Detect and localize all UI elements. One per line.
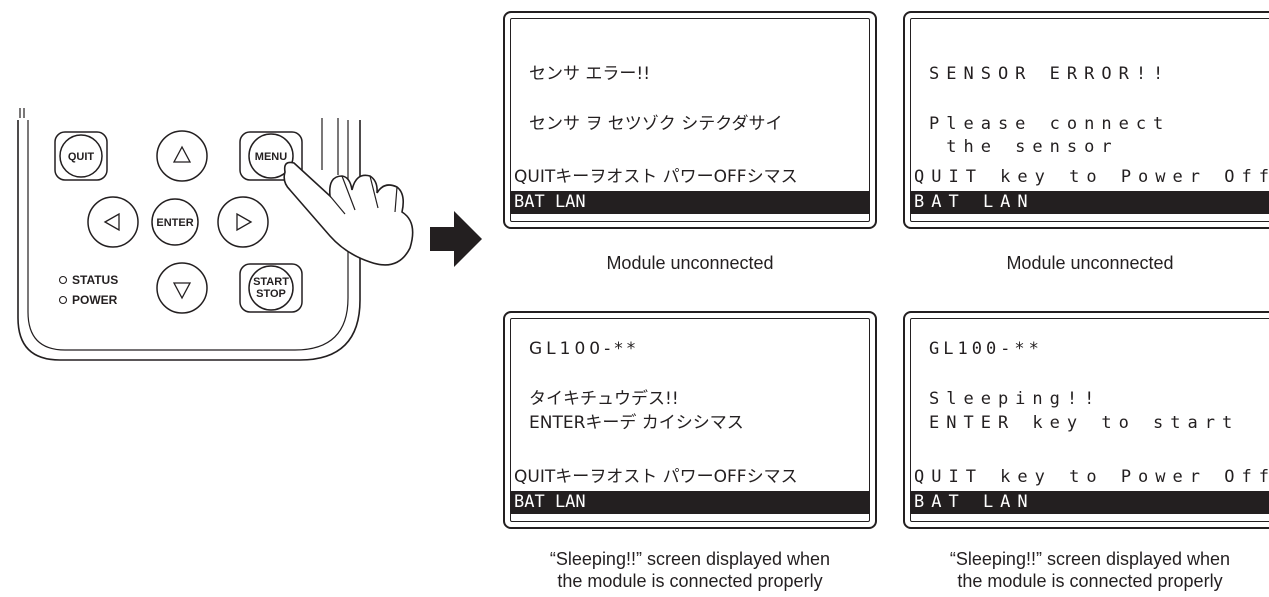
lcd-line: ENTERキーデ カイシシマス <box>529 413 744 433</box>
start-label: START <box>253 276 289 288</box>
lcd-screen-sleeping-jp: GL100-** タイキチュウデス!! ENTERキーデ カイシシマス QUIT… <box>503 311 877 529</box>
menu-button[interactable]: MENU <box>239 131 303 181</box>
lcd-status-bar: BAT LAN <box>511 491 869 514</box>
lcd-line: QUITキーヲオスト パワーOFFシマス <box>514 467 798 487</box>
down-arrow-button[interactable] <box>156 262 208 314</box>
caption-bottom-left-line1: “Sleeping!!” screen displayed when <box>549 549 831 569</box>
power-led: POWER <box>58 293 118 307</box>
power-led-icon <box>58 295 68 305</box>
caption-top-left: Module unconnected <box>606 253 774 273</box>
caption-top-right: Module unconnected <box>1006 253 1174 273</box>
panel-inner-outline <box>27 120 349 351</box>
lcd-status-bar: BAT LAN <box>911 191 1269 214</box>
lcd-line: SENSOR ERROR!! <box>929 64 1171 84</box>
lcd-line: QUIT key to Power Off <box>914 467 1269 487</box>
status-led: STATUS <box>58 273 118 287</box>
panel-edge <box>321 118 339 175</box>
right-arrow-button[interactable] <box>217 196 269 248</box>
lcd-screen-sleeping-en: GL100-** Sleeping!! ENTER key to start Q… <box>903 311 1269 529</box>
lcd-status-bar: BAT LAN <box>911 491 1269 514</box>
lcd-line: タイキチュウデス!! <box>529 389 679 409</box>
stop-label: STOP <box>256 288 286 300</box>
lcd-line: センサ エラー!! <box>529 64 651 84</box>
status-led-icon <box>58 275 68 285</box>
caption-bottom-right-line2: the module is connected properly <box>957 571 1223 591</box>
lcd-line: GL100-** <box>529 339 640 359</box>
lcd-screen-sensor-error-jp: センサ エラー!! センサ ヲ セツゾク シテクダサイ QUITキーヲオスト パ… <box>503 11 877 229</box>
enter-button[interactable]: ENTER <box>151 198 199 246</box>
pointing-hand-icon <box>283 161 414 266</box>
left-arrow-button[interactable] <box>87 196 139 248</box>
caption-bottom-left-line2: the module is connected properly <box>557 571 823 591</box>
lcd-line: センサ ヲ セツゾク シテクダサイ <box>529 114 783 134</box>
start-stop-button[interactable]: START STOP <box>239 263 303 313</box>
lcd-line: QUIT key to Power Off <box>914 167 1269 187</box>
status-led-label: STATUS <box>72 273 118 287</box>
lcd-screen-sensor-error-en: SENSOR ERROR!! Please connect the sensor… <box>903 11 1269 229</box>
power-led-label: POWER <box>72 293 118 307</box>
lcd-line: QUITキーヲオスト パワーOFFシマス <box>514 167 798 187</box>
lcd-line: Please connect <box>929 114 1171 134</box>
enter-label: ENTER <box>156 217 193 229</box>
right-arrow-icon <box>236 212 253 232</box>
quit-label: QUIT <box>68 151 95 163</box>
menu-label: MENU <box>255 151 287 163</box>
lcd-line: the sensor <box>929 137 1119 157</box>
lcd-line: ENTER key to start <box>929 413 1240 433</box>
up-arrow-button[interactable] <box>156 130 208 182</box>
down-arrow-icon <box>172 282 192 300</box>
lcd-status-bar: BAT LAN <box>511 191 869 214</box>
lcd-line: GL100-** <box>929 339 1043 359</box>
device-control-panel: QUIT MENU ENTER START STOP STA <box>17 108 414 361</box>
quit-button[interactable]: QUIT <box>54 131 108 181</box>
up-arrow-icon <box>172 145 192 163</box>
right-arrow-icon <box>430 211 482 267</box>
caption-bottom-right-line1: “Sleeping!!” screen displayed when <box>949 549 1231 569</box>
left-arrow-icon <box>103 212 120 232</box>
lcd-line: Sleeping!! <box>929 389 1102 409</box>
